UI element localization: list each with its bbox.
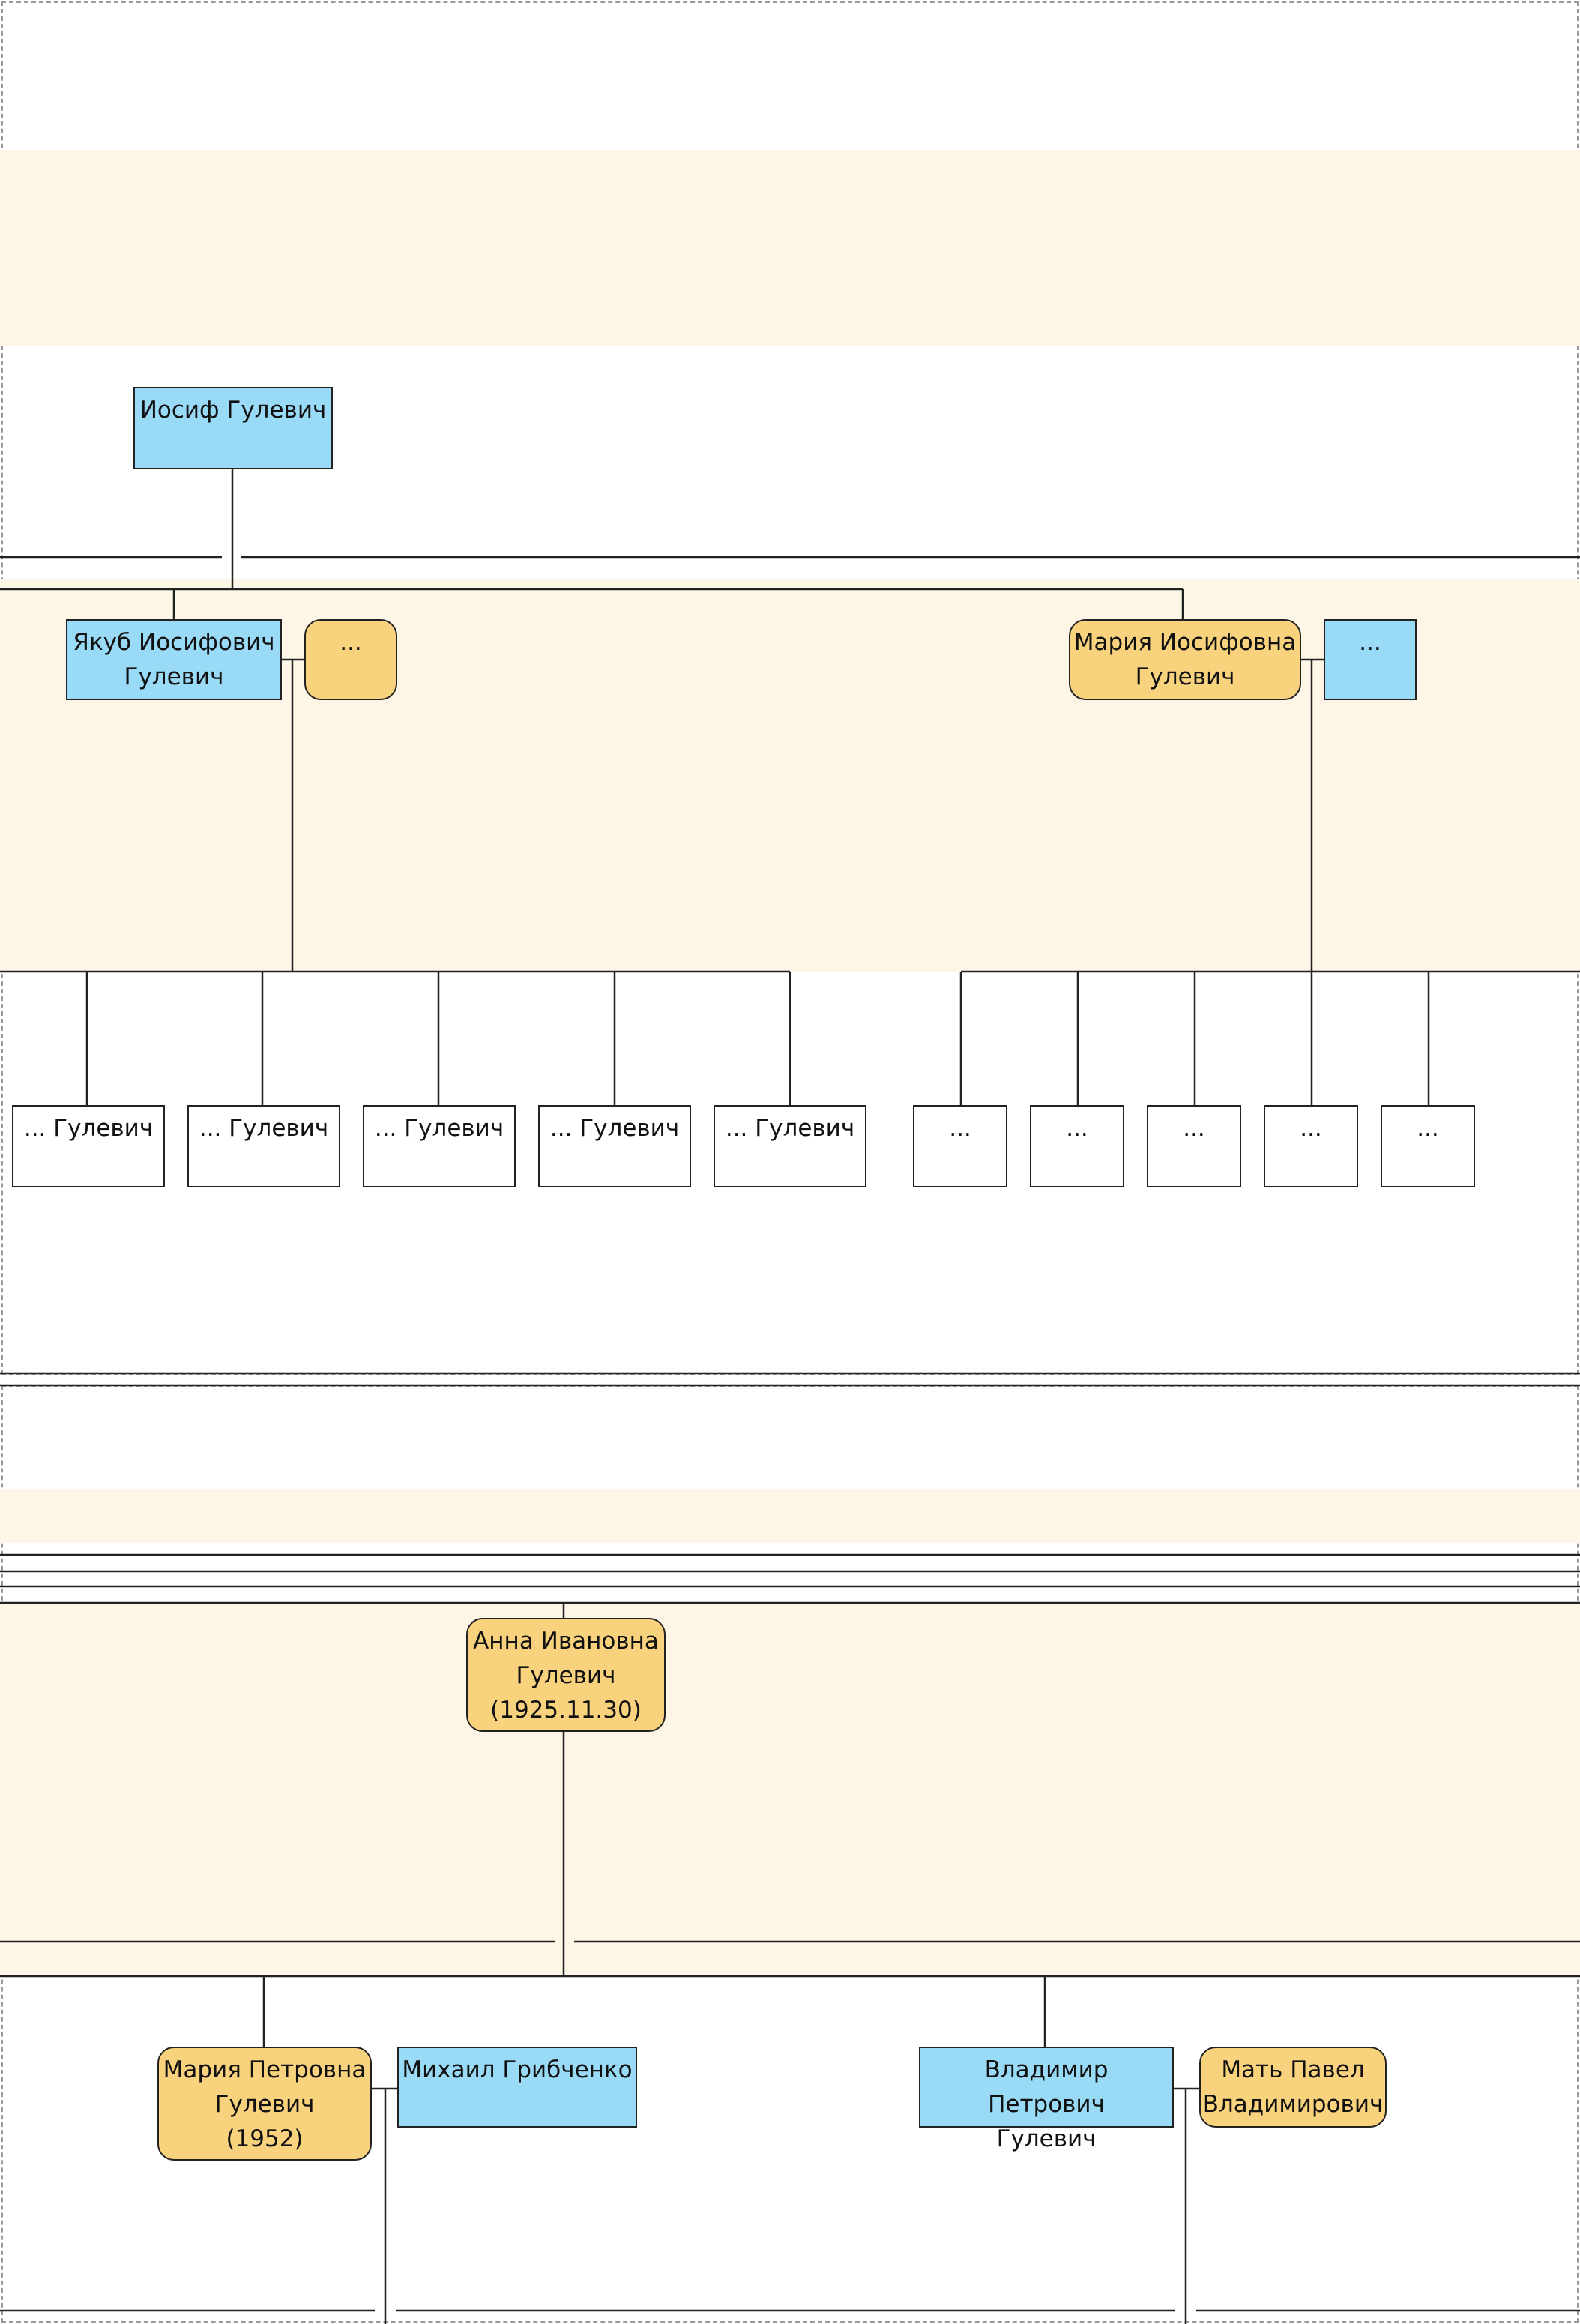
person-name: ... Гулевич: [549, 1115, 680, 1142]
child-yakub-2[interactable]: ... Гулевич: [187, 1105, 340, 1187]
child-yakub-5[interactable]: ... Гулевич: [714, 1105, 866, 1187]
child-maria-1[interactable]: ...: [913, 1105, 1007, 1187]
person-name: Анна Ивановна Гулевич (1925.11.30): [473, 1628, 659, 1724]
person-name: Иосиф Гулевич: [139, 397, 327, 424]
child-maria-5[interactable]: ...: [1381, 1105, 1475, 1187]
person-iosif-gulevich[interactable]: Иосиф Гулевич: [133, 387, 333, 469]
person-name: ... Гулевич: [199, 1115, 329, 1142]
person-name: ...: [1417, 1115, 1439, 1142]
person-maria-spouse[interactable]: ...: [1324, 619, 1417, 700]
person-name: ...: [949, 1115, 971, 1142]
generation-band: [0, 150, 1580, 346]
person-name: Мария Иосифовна Гулевич: [1073, 629, 1297, 690]
child-yakub-3[interactable]: ... Гулевич: [363, 1105, 516, 1187]
person-name: Михаил Грибченко: [402, 2056, 633, 2083]
person-mikhail-gribchenko[interactable]: Михаил Грибченко: [397, 2047, 637, 2128]
person-name: ...: [1359, 629, 1381, 656]
person-name: ... Гулевич: [725, 1115, 855, 1142]
person-maria-iosifovna[interactable]: Мария Иосифовна Гулевич: [1069, 619, 1301, 700]
person-name: ... Гулевич: [374, 1115, 504, 1142]
child-maria-2[interactable]: ...: [1030, 1105, 1124, 1187]
generation-band: [0, 1489, 1580, 1543]
child-maria-4[interactable]: ...: [1264, 1105, 1358, 1187]
generation-band: [0, 1604, 1580, 1978]
child-yakub-1[interactable]: ... Гулевич: [12, 1105, 165, 1187]
child-maria-3[interactable]: ...: [1147, 1105, 1241, 1187]
person-maria-petrovna[interactable]: Мария Петровна Гулевич (1952): [157, 2047, 372, 2161]
child-yakub-4[interactable]: ... Гулевич: [538, 1105, 691, 1187]
person-mat-pavel[interactable]: Мать Павел Владимирович: [1199, 2047, 1387, 2128]
person-vladimir-gulevich[interactable]: Владимир Петрович Гулевич: [919, 2047, 1174, 2152]
person-name: Мария Петровна Гулевич (1952): [163, 2056, 367, 2152]
person-name: ...: [1183, 1115, 1205, 1142]
person-name: Якуб Иосифович Гулевич: [73, 629, 275, 690]
person-name: ... Гулевич: [23, 1115, 154, 1142]
person-name: Мать Павел Владимирович: [1202, 2056, 1384, 2118]
person-anna-gulevich[interactable]: Анна Ивановна Гулевич (1925.11.30): [466, 1618, 666, 1732]
person-name: Владимир Петрович Гулевич: [984, 2056, 1109, 2152]
person-name: ...: [1300, 1115, 1322, 1142]
person-name: ...: [340, 629, 362, 656]
person-name: ...: [1066, 1115, 1088, 1142]
person-yakub-spouse[interactable]: ...: [304, 619, 397, 700]
person-yakub-gulevich[interactable]: Якуб Иосифович Гулевич: [66, 619, 282, 700]
